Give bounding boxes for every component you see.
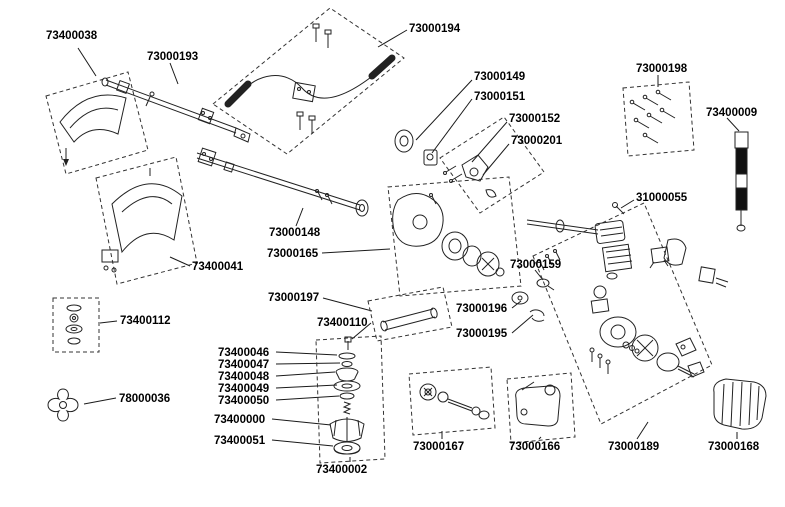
- part-label-78000036: 78000036: [119, 393, 171, 405]
- part-label-73000159: 73000159: [510, 259, 562, 271]
- assembly-group-boxes: [45, 7, 713, 464]
- part-label-73400112: 73400112: [120, 315, 171, 327]
- part-label-73000148: 73000148: [269, 227, 321, 239]
- part-label-73000193: 73000193: [147, 51, 199, 63]
- part-label-31000055: 31000055: [636, 192, 688, 204]
- blade-guard-lower-sketch: [101, 168, 183, 273]
- clamp-ring-sketch: [394, 129, 438, 166]
- screw-set-sketch: [629, 89, 676, 144]
- part-label-73400051: 73400051: [214, 435, 266, 447]
- fuel-tank-sketch: [515, 381, 561, 427]
- part-label-73400050: 73400050: [218, 395, 270, 407]
- part-label-73000196: 73000196: [456, 303, 508, 315]
- leader-lines: [77, 29, 740, 462]
- part-label-73400000: 73400000: [214, 414, 266, 426]
- grip-tube-sketch: [380, 307, 438, 332]
- engine-cover-sketch: [713, 378, 767, 430]
- engine-assembly-sketch: [526, 219, 729, 378]
- throttle-control-sketch: [443, 154, 497, 198]
- blade-guard-top-sketch: [59, 94, 127, 166]
- washer-kit-sketch: [65, 304, 83, 345]
- part-label-73000201: 73000201: [511, 135, 563, 147]
- part-label-73400047: 73400047: [218, 359, 270, 371]
- clutch-housing-sketch: [392, 193, 505, 277]
- part-label-73000197: 73000197: [268, 292, 320, 304]
- part-label-73000194: 73000194: [409, 23, 461, 35]
- part-label-73400002: 73400002: [316, 464, 368, 476]
- part-label-73400009: 73400009: [706, 107, 758, 119]
- part-label-73000189: 73000189: [608, 441, 660, 453]
- part-label-73000168: 73000168: [708, 441, 760, 453]
- part-label-73400049: 73400049: [218, 383, 270, 395]
- flexible-shaft-sketch: [734, 131, 749, 232]
- starter-parts-sketch: [419, 383, 490, 420]
- trimmer-head-stack-sketch: [329, 336, 365, 455]
- part-label-73400046: 73400046: [218, 347, 270, 359]
- star-blade-sketch: [47, 388, 79, 422]
- part-label-73000165: 73000165: [267, 248, 319, 260]
- part-label-73000195: 73000195: [456, 328, 508, 340]
- lower-shaft-sketch: [196, 147, 369, 217]
- part-label-73000151: 73000151: [474, 91, 526, 103]
- upper-shaft-sketch: [101, 77, 251, 143]
- handlebar-sketch: [224, 23, 396, 134]
- part-label-73000149: 73000149: [474, 71, 526, 83]
- bolt-31000055-sketch: [612, 202, 625, 215]
- clutch-shoes-sketch: [511, 278, 555, 322]
- part-label-73000152: 73000152: [509, 113, 561, 125]
- part-label-73400048: 73400048: [218, 371, 270, 383]
- part-label-73000198: 73000198: [636, 63, 688, 75]
- part-label-73400041: 73400041: [192, 261, 244, 273]
- part-label-73400038: 73400038: [46, 30, 98, 42]
- part-label-73000166: 73000166: [509, 441, 561, 453]
- part-label-73400110: 73400110: [317, 317, 368, 329]
- part-label-73000167: 73000167: [413, 441, 465, 453]
